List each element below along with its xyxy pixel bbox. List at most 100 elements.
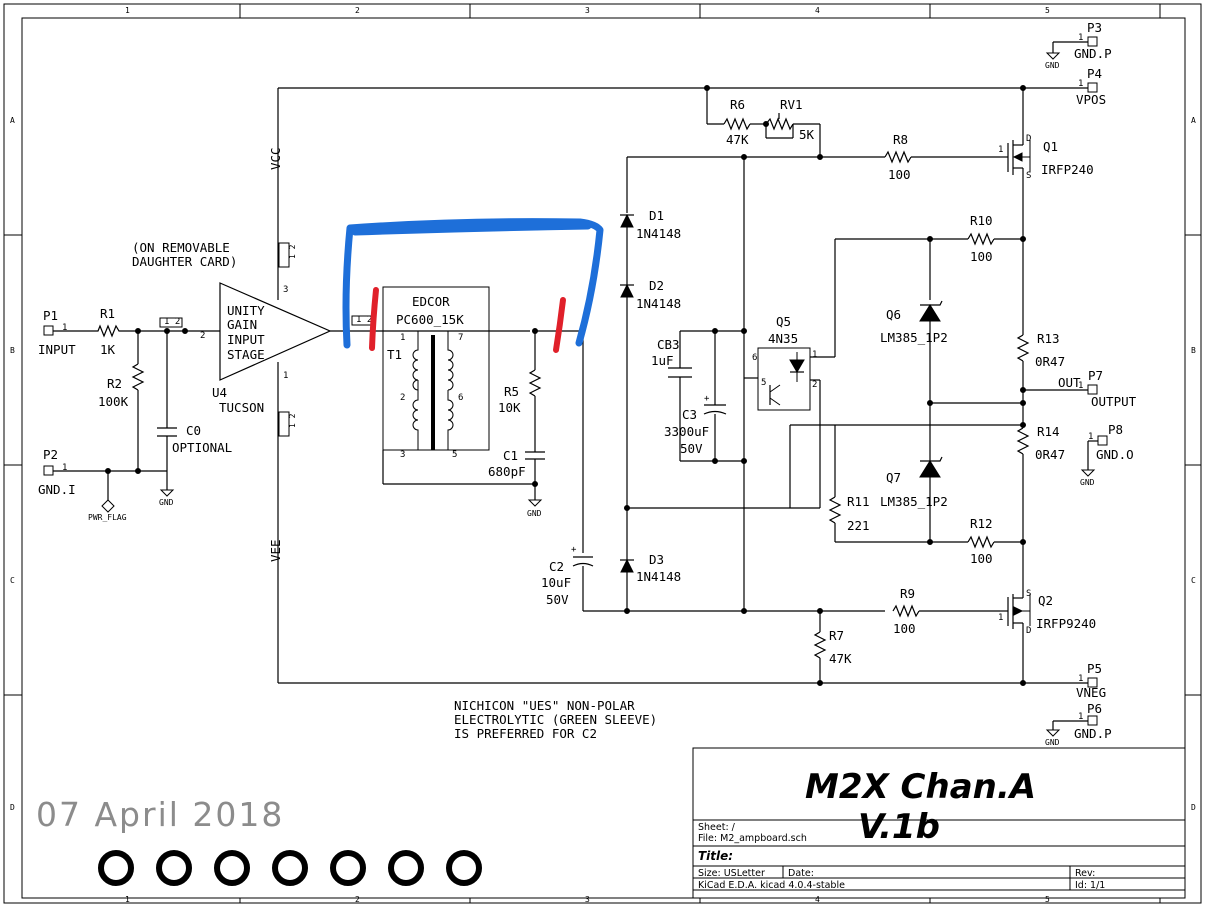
- pwr-flag-label: PWR_FLAG: [88, 513, 127, 522]
- col-label-3: 3: [585, 6, 590, 15]
- r6-rv1: R6 47K RV1 5K: [706, 88, 823, 160]
- col-label-5-bottom: 5: [1045, 895, 1050, 904]
- p4-value: VPOS: [1076, 92, 1106, 107]
- q7-value: LM385_1P2: [880, 494, 948, 509]
- svg-text:1: 1: [1078, 712, 1083, 722]
- t1-transformer: EDCOR PC600_15K T1 1 7 2 6 3 5: [360, 286, 535, 485]
- row-label-c: C: [10, 576, 15, 585]
- r11-value: 221: [847, 518, 870, 533]
- title-main: M2X Chan.A: [805, 767, 1036, 807]
- svg-text:2: 2: [200, 331, 205, 341]
- c2-note-3: IS PREFERRED FOR C2: [454, 726, 597, 741]
- blue-bracket-mark: [342, 218, 604, 349]
- input-section: 1 P1 INPUT R1 1K 1 2 R2 100K C0 OPTIONAL…: [38, 306, 232, 522]
- svg-text:1: 1: [400, 333, 405, 343]
- red-cut-mark-left: [369, 287, 379, 351]
- r12-ref: R12: [970, 516, 993, 531]
- r2-ref: R2: [107, 376, 122, 391]
- gnd-c0: GND: [159, 498, 174, 507]
- col-label-4-bottom: 4: [815, 895, 820, 904]
- c1-ref: C1: [503, 448, 518, 463]
- r8-value: 100: [888, 167, 911, 182]
- out-net-label: OUT: [1058, 375, 1081, 390]
- svg-text:1: 1: [1078, 381, 1083, 391]
- q7-ref: Q7: [886, 470, 901, 485]
- p4-connector: [1087, 82, 1098, 93]
- svg-text:7: 7: [458, 333, 463, 343]
- u4-input-stage: 2 UNITY GAIN INPUT STAGE U4 TUCSON (ON R…: [132, 88, 375, 683]
- c2-note-1: NICHICON "UES" NON-POLAR: [454, 698, 635, 713]
- r7-value: 47K: [829, 651, 852, 666]
- svg-text:1: 1: [1088, 432, 1093, 442]
- r9-value: 100: [893, 621, 916, 636]
- r5-value: 10K: [498, 400, 521, 415]
- row-label-a: A: [10, 116, 15, 125]
- rev-field-label: Rev:: [1075, 868, 1095, 879]
- handdrawn-annotations: [342, 218, 604, 353]
- svg-text:1: 1: [1078, 33, 1083, 43]
- u4-value: TUCSON: [219, 400, 264, 415]
- p2-value: GND.I: [38, 482, 76, 497]
- svg-text:5: 5: [452, 450, 457, 460]
- svg-text:1: 1: [1078, 674, 1083, 684]
- r1-resistor: [95, 324, 123, 338]
- svg-text:1: 1: [1078, 79, 1083, 89]
- r7-ref: R7: [829, 628, 844, 643]
- t1-value: PC600_15K: [396, 312, 464, 327]
- sheet-id: Id: 1/1: [1075, 880, 1105, 891]
- svg-text:1 2: 1 2: [288, 244, 297, 259]
- u4-ref: U4: [212, 385, 227, 400]
- p2-connector: [43, 465, 54, 476]
- q1-ref: Q1: [1043, 139, 1058, 154]
- r2-resistor: [131, 363, 145, 391]
- daughter-card-note-2: DAUGHTER CARD): [132, 254, 237, 269]
- output-connectors: GND 1 P3 GND.P 1 P4 VPOS 1 P7 OUTPUT GND…: [1045, 20, 1137, 747]
- col-label-2: 2: [355, 6, 360, 15]
- r2-value: 100K: [98, 394, 129, 409]
- vbe-multiplier: CB3 1uF + C3 3300uF 50V Q5 4N35 5 1 2 6: [651, 154, 1023, 614]
- p7-ref: P7: [1088, 368, 1103, 383]
- cb3-ref: CB3: [657, 337, 680, 352]
- svg-text:5: 5: [761, 378, 766, 388]
- c2-note-2: ELECTROLYTIC (GREEN SLEEVE): [454, 712, 657, 727]
- q5-ref: Q5: [776, 314, 791, 329]
- p7-connector: [1087, 384, 1098, 395]
- svg-text:D: D: [1026, 626, 1031, 636]
- p8-value: GND.O: [1096, 447, 1134, 462]
- file-field: File: M2_ampboard.sch: [698, 833, 807, 844]
- p5-connector: [1087, 677, 1098, 688]
- gnd-c1: GND: [527, 509, 542, 518]
- gate-resistors: R8 100 R9 100 R7 47K: [813, 132, 1000, 683]
- p3-value: GND.P: [1074, 46, 1112, 61]
- row-label-d: D: [10, 803, 15, 812]
- mounting-hole-6: [388, 850, 424, 886]
- q1-value: IRFP240: [1041, 162, 1094, 177]
- red-cut-mark-right: [553, 297, 566, 353]
- row-label-d-right: D: [1191, 803, 1196, 812]
- daughter-card-note-1: (ON REMOVABLE: [132, 240, 230, 255]
- mounting-holes: [98, 850, 482, 886]
- p5-ref: P5: [1087, 661, 1102, 676]
- u4-line4: STAGE: [227, 347, 265, 362]
- svg-text:S: S: [1026, 589, 1031, 599]
- rv1-value: 5K: [799, 127, 815, 142]
- svg-text:3: 3: [283, 285, 288, 295]
- c2-ref: C2: [549, 559, 564, 574]
- svg-text:1: 1: [283, 371, 288, 381]
- r5-ref: R5: [504, 384, 519, 399]
- svg-text:3: 3: [400, 450, 405, 460]
- power-rails: [278, 85, 1088, 686]
- c3-value: 3300uF: [664, 424, 709, 439]
- d3-ref: D3: [649, 552, 664, 567]
- r14-value: 0R47: [1035, 447, 1065, 462]
- kicad-version: KiCad E.D.A. kicad 4.0.4-stable: [698, 880, 845, 891]
- gnd-p6: GND: [1045, 738, 1060, 747]
- r5-c1-network: R5 10K C1 680pF GND: [488, 328, 584, 553]
- mounting-hole-4: [272, 850, 308, 886]
- sheet-frame: 1 2 3 4 5 1 2 3 4 5 A B C D A B C D: [3, 3, 1202, 904]
- svg-text:1: 1: [62, 323, 67, 333]
- vcc-label: VCC: [268, 147, 283, 170]
- p1-value: INPUT: [38, 342, 76, 357]
- svg-text:1: 1: [998, 613, 1003, 623]
